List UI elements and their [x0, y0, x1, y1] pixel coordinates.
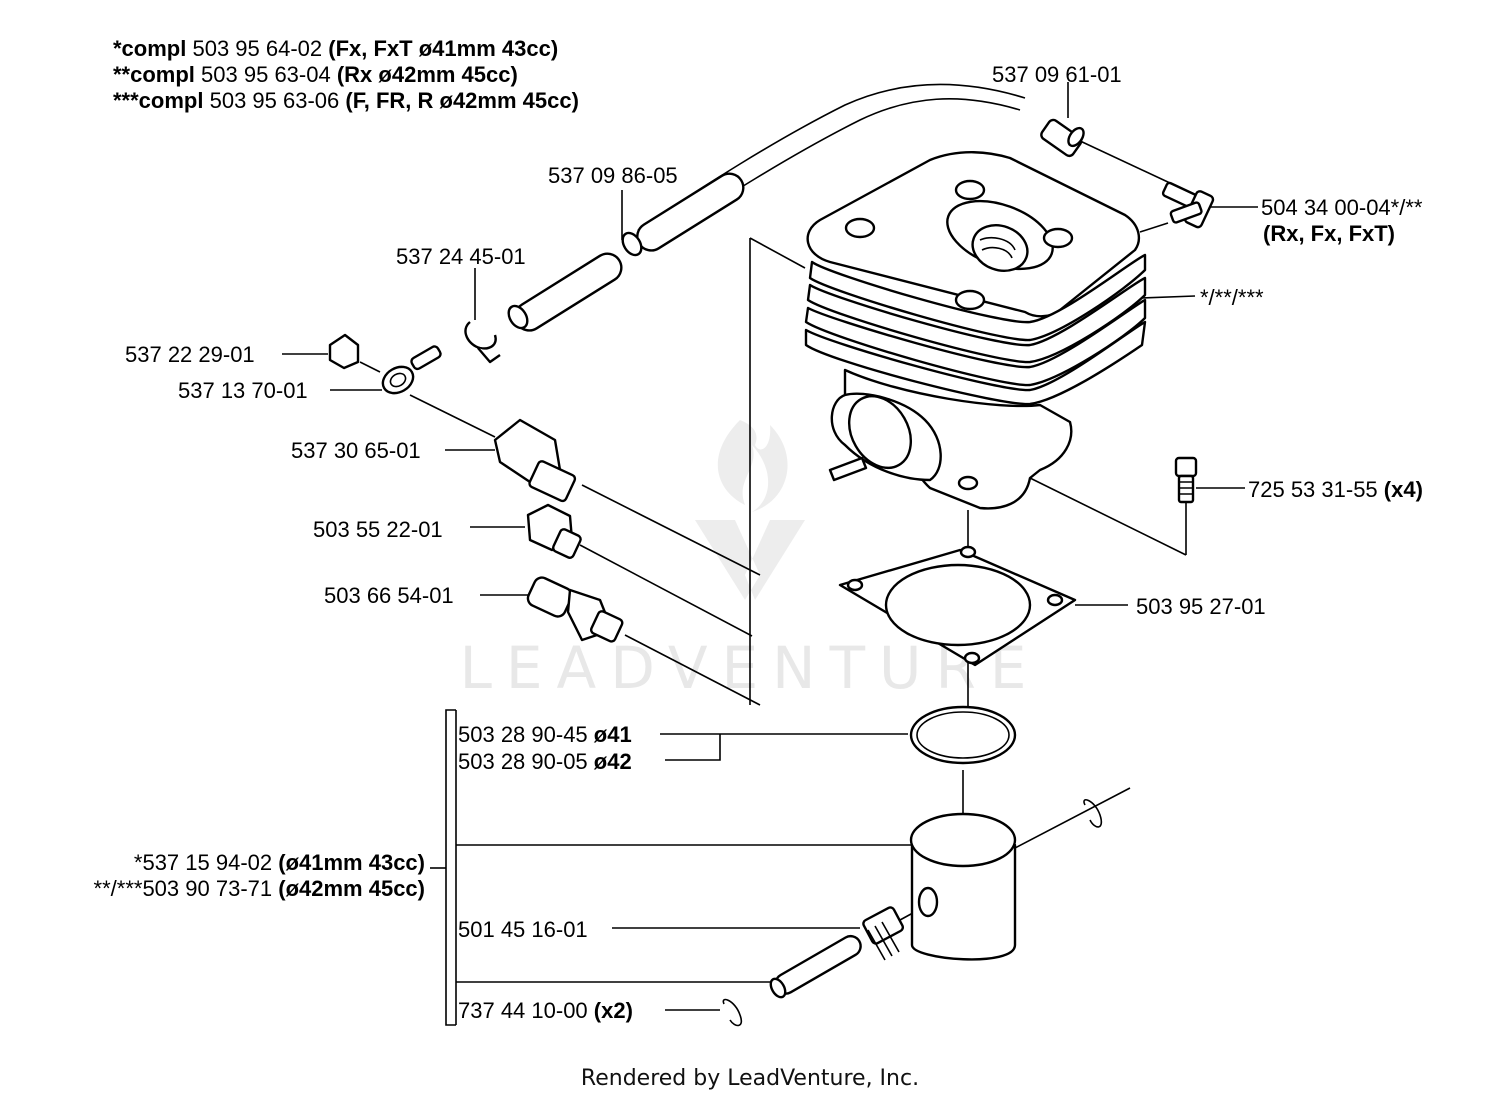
label-clip: 537 24 45-01 — [396, 244, 526, 269]
bearing-part — [862, 906, 905, 961]
cylinder-part — [804, 151, 1147, 510]
label-circlip: 737 44 10-00 (x2) — [458, 998, 633, 1023]
label-ring42: 503 28 90-05 ø42 — [458, 749, 632, 774]
piston-part — [909, 812, 1017, 961]
label-elbow: 504 34 00-04*/** — [1261, 195, 1423, 220]
left-fittings — [328, 321, 624, 643]
label-bearing: 501 45 16-01 — [458, 917, 588, 942]
elbow-part — [1161, 181, 1215, 229]
label-screw: 725 53 31-55 (x4) — [1248, 477, 1423, 502]
label-valve-nut: 537 30 65-01 — [291, 438, 421, 463]
piston-ring-part — [909, 705, 1017, 765]
label-hose: 537 09 86-05 — [548, 163, 678, 188]
tube-end-part — [1040, 118, 1085, 158]
label-cylinder: */**/*** — [1200, 285, 1264, 310]
watermark: LEADVENTURE — [460, 420, 1041, 702]
label-piston1: *537 15 94-02 (ø41mm 43cc) — [134, 850, 425, 875]
header-legend: *compl 503 95 64-02 (Fx, FxT ø41mm 43cc)… — [113, 36, 579, 113]
piston-pin-part — [769, 934, 862, 999]
header-line-1: *compl 503 95 64-02 (Fx, FxT ø41mm 43cc) — [113, 36, 558, 61]
circlip-parts — [722, 799, 1103, 1027]
footer-credit: Rendered by LeadVenture, Inc. — [581, 1066, 919, 1091]
screw-part — [1174, 456, 1198, 504]
label-ring41: 503 28 90-45 ø41 — [458, 722, 632, 747]
watermark-text: LEADVENTURE — [460, 634, 1041, 702]
label-elbow-note: (Rx, Fx, FxT) — [1263, 221, 1395, 246]
label-plug2: 503 55 22-01 — [313, 517, 443, 542]
hose-tube — [507, 83, 1026, 332]
header-line-2: **compl 503 95 63-04 (Rx ø42mm 45cc) — [113, 62, 518, 87]
label-washer: 537 13 70-01 — [178, 378, 308, 403]
gasket-part — [838, 545, 1077, 667]
part-labels: 537 09 61-01 537 09 86-05 504 34 00-04*/… — [94, 62, 1423, 1023]
label-decomp: 503 66 54-01 — [324, 583, 454, 608]
label-piston2: **/***503 90 73-71 (ø42mm 45cc) — [94, 876, 425, 901]
label-plug: 537 22 29-01 — [125, 342, 255, 367]
label-gasket: 503 95 27-01 — [1136, 594, 1266, 619]
label-tube-end: 537 09 61-01 — [992, 62, 1122, 87]
header-line-3: ***compl 503 95 63-06 (F, FR, R ø42mm 45… — [113, 88, 579, 113]
